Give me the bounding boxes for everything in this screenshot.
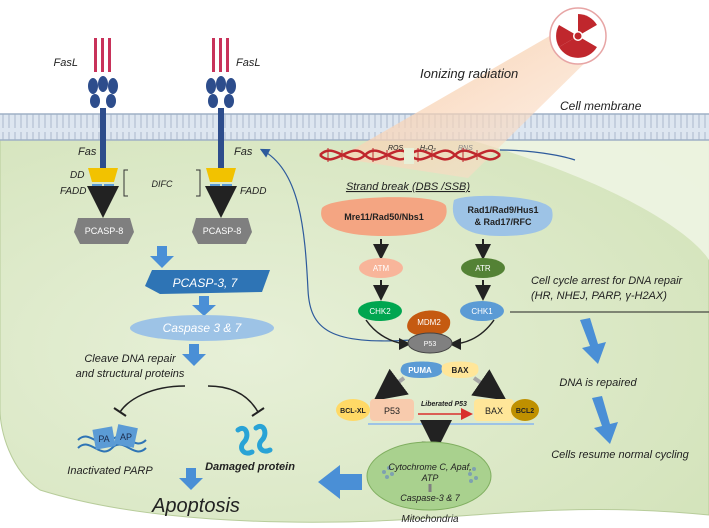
pcasp8-left-label: PCASP-8 (85, 226, 124, 236)
chk2-label: CHK2 (369, 307, 391, 316)
fasl-ligand-icon (94, 38, 229, 72)
inactivated-parp-label: Inactivated PARP (67, 465, 153, 477)
bclxl-node (336, 399, 370, 421)
rad1-line1: Rad1/Rad9/Hus1 (467, 205, 538, 215)
bcl2-node (511, 399, 539, 421)
chk2-node (358, 301, 402, 321)
fasl-right-label: FasL (236, 57, 260, 69)
dna-helix-icon (319, 148, 501, 164)
cell-cycle-line1: Cell cycle arrest for DNA repair (531, 275, 684, 287)
cytc-line1: Cytochrome C, Apaf, (388, 462, 471, 472)
cytc-line2: ATP (421, 473, 439, 483)
rns-label: RNS (458, 145, 473, 152)
radiation-beam (338, 30, 600, 178)
bcl2-label: BCL2 (516, 408, 534, 415)
atm-node (359, 258, 403, 278)
atr-label: ATR (475, 264, 491, 273)
atr-node (461, 258, 505, 278)
parp-dna-icon (77, 424, 147, 453)
pcasp8-right (192, 218, 252, 244)
atm-label: ATM (373, 264, 390, 273)
p53-mid-label: P53 (384, 406, 400, 416)
cell-cycle-line2: (HR, NHEJ, PARP, γ-H2AX) (531, 290, 667, 302)
bax-mid-label: BAX (485, 406, 503, 416)
bax-top-node (441, 361, 479, 378)
radiation-icon (549, 7, 607, 65)
mdm2-label: MDM2 (417, 318, 441, 327)
cell-membrane (0, 114, 709, 140)
fadd-right-label: FADD (240, 186, 266, 197)
dd-left (88, 168, 118, 182)
fasl-left-label: FasL (54, 57, 78, 69)
fas-receptor-icon (88, 38, 236, 168)
puma-node (400, 361, 443, 378)
dna-repaired-label: DNA is repaired (559, 377, 637, 389)
fadd-left-label: FADD (60, 186, 86, 197)
p53-mid-node (370, 399, 414, 421)
mre11-label: Mre11/Rad50/Nbs1 (344, 212, 424, 222)
fas-right-label: Fas (234, 146, 253, 158)
pcasp37-label: PCASP-3, 7 (173, 276, 239, 290)
rad1-complex (452, 195, 553, 236)
pcasp8-left (74, 218, 134, 244)
h2o2-label: H₂O₂ (420, 145, 436, 152)
cells-resume-label: Cells resume normal cycling (551, 449, 689, 461)
cell-membrane-label: Cell membrane (560, 99, 642, 113)
cytoplasm-region (0, 139, 709, 523)
chk1-label: CHK1 (471, 307, 493, 316)
parp-left-label: PA (98, 434, 109, 444)
rad1-line2: & Rad17/RFC (474, 217, 532, 227)
mitochondria-label: Mitochondria (401, 514, 459, 525)
strand-break-label: Strand break (DBS /SSB) (346, 181, 470, 193)
cleave-line1: Cleave DNA repair (84, 353, 177, 365)
ros-label: ROS (388, 145, 404, 152)
fas-left-label: Fas (78, 146, 97, 158)
mito-to-apoptosis-arrow (318, 465, 362, 499)
pcasp8-right-label: PCASP-8 (203, 226, 242, 236)
caspase37-label: Caspase 3 & 7 (163, 321, 243, 335)
pcasp37-box (145, 270, 270, 294)
apoptosis-label: Apoptosis (151, 495, 240, 517)
chk1-node (460, 301, 504, 321)
bclxl-label: BCL-XL (340, 408, 366, 415)
casp37-mito-label: Caspase-3 & 7 (400, 493, 461, 503)
damaged-protein-label: Damaged protein (205, 461, 295, 473)
dd-label: DD (70, 170, 84, 181)
bax-mid-node (474, 399, 514, 421)
mitochondria-organelle (366, 441, 492, 511)
mre11-complex (321, 197, 447, 236)
ionizing-radiation-label: Ionizing radiation (420, 66, 518, 81)
bax-top-label: BAX (452, 366, 470, 375)
dd-right (206, 168, 236, 182)
parp-right-label: AP (120, 432, 132, 442)
p53-node (407, 332, 453, 354)
difc-label: DIFC (152, 179, 173, 189)
liberated-p53-label: Liberated P53 (421, 401, 467, 408)
damaged-protein-icon (235, 424, 273, 456)
mdm2-node (407, 310, 451, 336)
cleave-line2: and structural proteins (76, 368, 185, 380)
puma-label: PUMA (408, 366, 432, 375)
caspase37-ellipse (130, 315, 274, 341)
p53-label: P53 (424, 341, 437, 348)
